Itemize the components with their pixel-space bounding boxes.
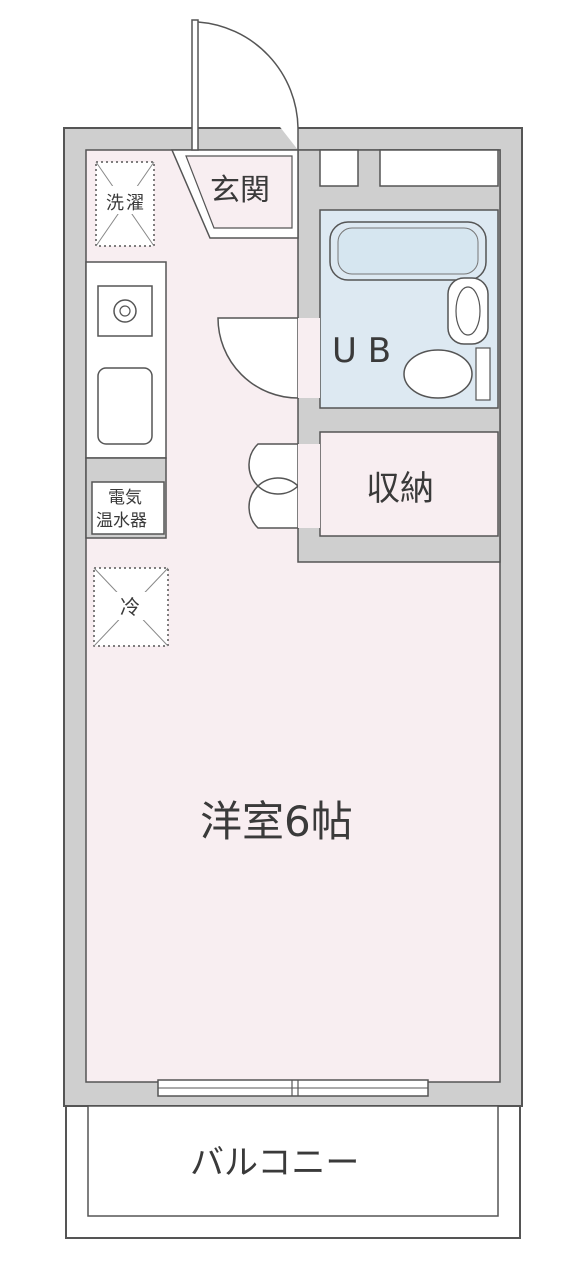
small-window-2 <box>379 149 499 187</box>
front-door-leaf <box>191 19 199 151</box>
western-room-label: 洋室6帖 <box>200 797 353 846</box>
bath-door-gap <box>298 318 320 398</box>
water-heater <box>91 481 165 535</box>
balcony-inner <box>87 1105 499 1217</box>
closet-bifold-door <box>248 443 299 529</box>
kitchen-sink <box>97 367 153 445</box>
washer-label-1: 洗 <box>106 193 124 214</box>
closet-door-gap <box>298 444 320 528</box>
balcony-label: バルコニー <box>190 1143 359 1183</box>
bath-door-swing <box>217 317 299 399</box>
unit-bath-label: U B <box>332 331 391 371</box>
washer-label-bg <box>104 186 146 214</box>
toilet-bowl <box>403 349 473 399</box>
fridge-label: 冷 <box>120 595 140 619</box>
washer-label-2: 濯 <box>126 193 144 214</box>
storage-label: 収納 <box>366 469 434 509</box>
entrance-inner <box>185 155 293 229</box>
water-heater-label-1: 電気 <box>108 488 142 508</box>
small-window-1 <box>319 149 359 187</box>
storage-closet <box>319 431 499 537</box>
entrance-label: 玄関 <box>210 173 270 208</box>
burner-inner-icon <box>119 305 131 317</box>
fridge-label-bg <box>116 592 146 620</box>
sink-bowl <box>455 286 481 336</box>
bathtub-inner <box>337 227 479 275</box>
front-door-swing <box>197 21 299 150</box>
water-heater-label-2: 温水器 <box>96 511 147 531</box>
toilet-tank <box>475 347 491 401</box>
